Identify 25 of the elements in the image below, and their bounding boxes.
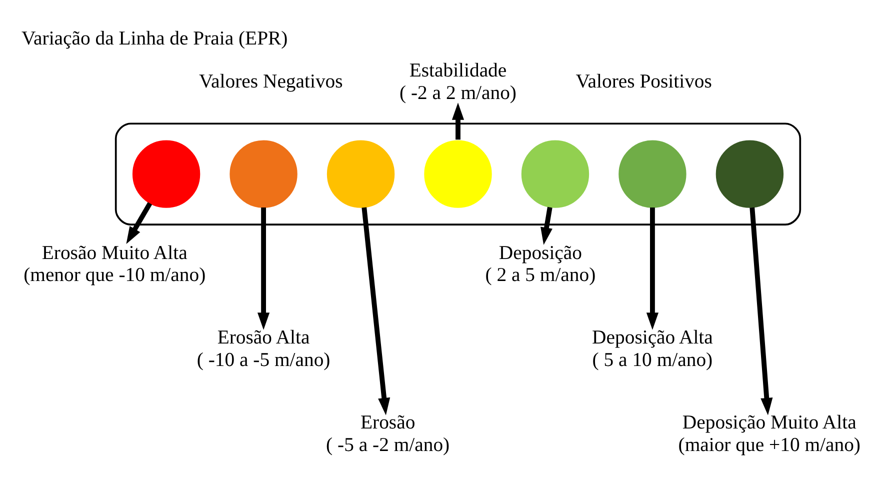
arrow (540, 206, 552, 245)
node-text: Deposição Alta ( 5 a 10 m/ano) (592, 326, 713, 371)
node-circle (521, 140, 590, 208)
node-circle (132, 140, 200, 208)
node-circle (716, 140, 784, 208)
node-circle (326, 140, 395, 208)
arrow (750, 207, 773, 416)
node-text: Estabilidade ( -2 a 2 m/ano) (400, 60, 516, 104)
node-circle (618, 140, 686, 208)
arrow (257, 208, 270, 330)
node-text: Deposição Muito Alta (maior que +10 m/ano) (678, 412, 860, 456)
node-circle (230, 140, 298, 208)
node-text: Erosão Muito Alta (menor que -10 m/ano) (24, 242, 206, 286)
node-text: Deposição ( 2 a 5 m/ano) (485, 242, 596, 286)
cluster (114, 122, 802, 226)
node-circle (424, 140, 492, 208)
arrow (452, 102, 464, 140)
label: Valores Negativos (199, 70, 343, 93)
node-text: Erosão Alta ( -10 a -5 m/ano) (196, 326, 330, 371)
label: Valores Positivos (576, 70, 712, 93)
node-text: Erosão ( -5 a -2 m/ano) (326, 412, 450, 456)
diagram-title: Variação da Linha de Praia (EPR) (22, 28, 288, 50)
arrow (646, 208, 659, 330)
arrow (126, 202, 152, 244)
arrow (362, 207, 390, 416)
